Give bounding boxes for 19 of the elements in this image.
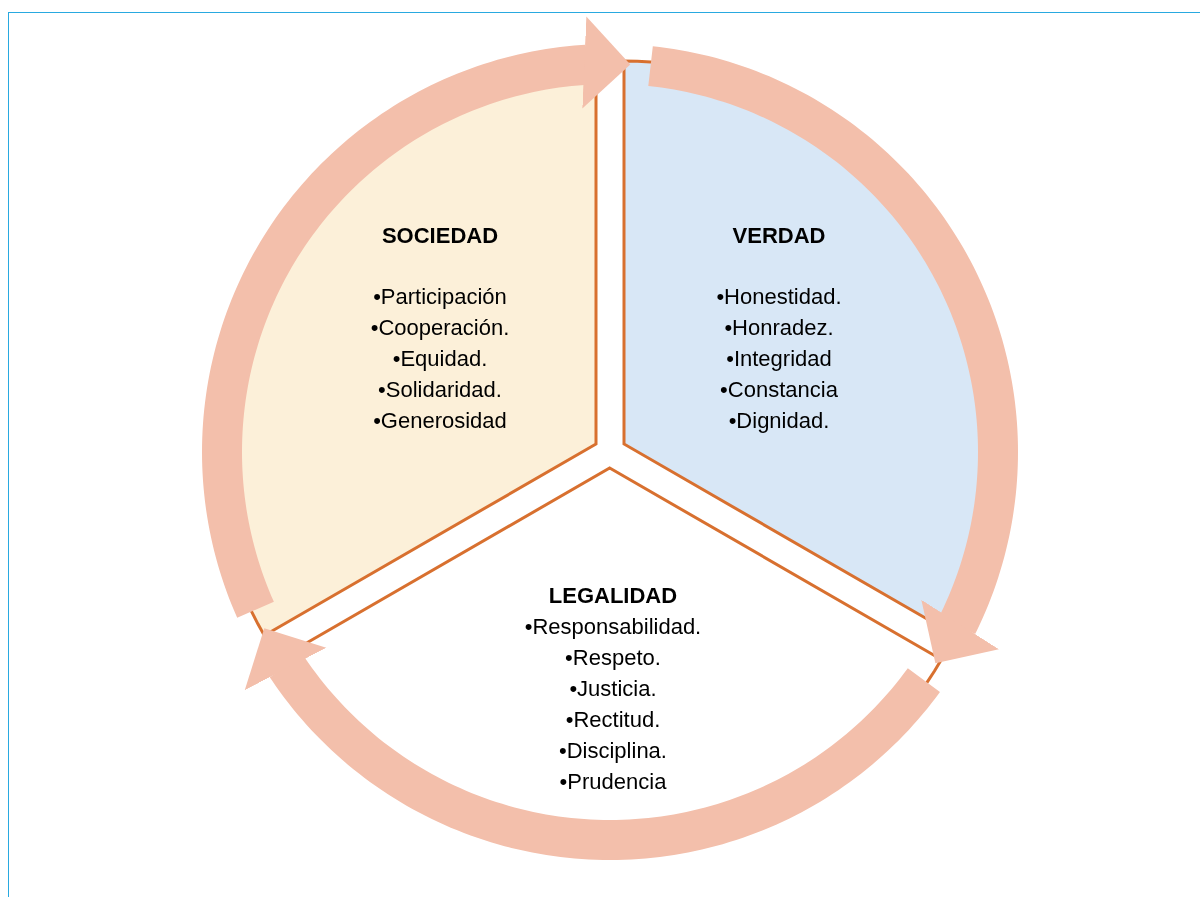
list-item: •Honestidad. (716, 283, 842, 311)
list-item: •Solidaridad. (378, 376, 502, 404)
list-item: •Responsabilidad. (524, 613, 702, 641)
list-item: •Dignidad. (728, 407, 830, 435)
list-item: •Disciplina. (559, 737, 667, 765)
list-item: •Participación (373, 283, 507, 311)
list-item: •Integridad (726, 345, 832, 373)
list-item: •Generosidad (373, 407, 507, 435)
section-heading: LEGALIDAD (548, 582, 678, 610)
list-item: •Rectitud. (565, 706, 661, 734)
list-item: •Equidad. (392, 345, 488, 373)
section-heading: SOCIEDAD (381, 222, 499, 250)
list-item: •Prudencia (559, 768, 667, 796)
list-item: •Constancia (720, 376, 838, 404)
list-item: •Honradez. (724, 314, 834, 342)
list-item: •Respeto. (565, 644, 661, 672)
list-item: •Cooperación. (370, 314, 510, 342)
section-heading: VERDAD (732, 222, 826, 250)
list-item: •Justicia. (569, 675, 657, 703)
